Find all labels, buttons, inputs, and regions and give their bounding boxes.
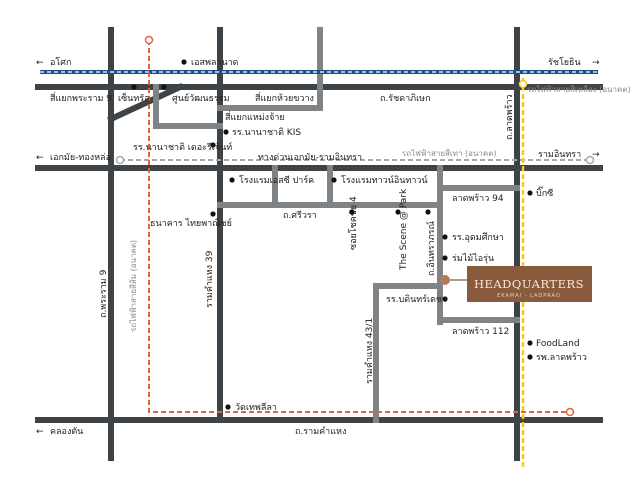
inthraporn-dot bbox=[425, 209, 431, 215]
hospital-dot bbox=[527, 354, 533, 360]
rail-labels: รถไฟฟ้าสายสีเทา (อนาคต) รถไฟฟ้าสายสีเหลื… bbox=[129, 85, 631, 332]
expressway-label: ทางด่วนเอกมัย-รามอินทรา bbox=[258, 152, 362, 163]
kis-label: รร.นานาชาติ KIS bbox=[232, 127, 301, 138]
rama9-road-label: ถ.พระราม 9 bbox=[99, 269, 109, 318]
bodindecha-dot bbox=[442, 296, 448, 302]
the-scene-dot bbox=[395, 209, 401, 215]
hq-box bbox=[467, 266, 592, 302]
edge-top-right: รัชโยธิน bbox=[548, 57, 581, 68]
sc-park-label: โรงแรมเอสซี ปาร์ค bbox=[239, 174, 314, 186]
big-c-label: บิ๊กซี bbox=[536, 186, 553, 199]
esplanade-dot bbox=[181, 59, 187, 65]
wat-thep-dot bbox=[225, 404, 231, 410]
udom-suksa-label: รร.อุดมศึกษา bbox=[452, 232, 504, 243]
huaykwang-junction-label: สี่แยกห้วยขวาง bbox=[255, 91, 314, 104]
sc-park-dot bbox=[229, 177, 235, 183]
ramkhamhaeng43-1-label: รามคำแหง 43/1 bbox=[364, 318, 375, 384]
cultural-center-road bbox=[153, 84, 223, 129]
big-c-dot bbox=[527, 190, 533, 196]
edge-labels: ← อโศก รัชโยธิน → ← เอกมัย-ทองหล่อ รามอิ… bbox=[36, 57, 600, 437]
bank-dot bbox=[210, 211, 216, 217]
orange-line-label: รถไฟฟ้าสายสีส้ม (อนาคต) bbox=[129, 240, 138, 332]
esplanade-label: เอสพลานาด bbox=[191, 58, 239, 68]
soi-chocchai4-label: ซอยโชคชัย 4 bbox=[348, 196, 359, 250]
edge-bottom-left: คลองตัน bbox=[50, 427, 83, 437]
yellow-line-label: รถไฟฟ้าสายสีเหลือง (อนาคต) bbox=[527, 85, 631, 94]
central-dot bbox=[131, 84, 137, 90]
regents-label: รร.นานาชาติ เดอะรีเจ้นท์ bbox=[133, 141, 232, 153]
arrow-left-mid: ← bbox=[36, 153, 44, 163]
hq-sub: EKAMAI - LADPRAO bbox=[497, 293, 561, 299]
lamsalee-road bbox=[217, 27, 323, 111]
ramkhamhaeng-label: ถ.รามคำแหง bbox=[295, 426, 346, 437]
foodland-dot bbox=[527, 340, 533, 346]
soi-43-1-road bbox=[373, 283, 443, 423]
ladprao94-label: ลาดพร้าว 94 bbox=[452, 193, 504, 204]
ladprao112-label: ลาดพร้าว 112 bbox=[452, 326, 509, 337]
the-scene-label: The Scene @ Park bbox=[399, 188, 409, 271]
roads bbox=[35, 27, 603, 461]
wat-thep-label: วัดเทพลีลา bbox=[235, 402, 277, 413]
gray-line-end-left bbox=[115, 155, 125, 165]
udom-suksa-dot bbox=[442, 234, 448, 240]
rail-lines bbox=[40, 35, 598, 470]
arrow-left-top: ← bbox=[36, 58, 44, 68]
ratchadaphisek-label: ถ.รัชดาภิเษก bbox=[380, 93, 431, 104]
cultural-center-dot bbox=[161, 84, 167, 90]
orange-line-end-top bbox=[144, 35, 154, 45]
road-labels: สี่แยกพระราม 9 สี่แยกห้วยขวาง ถ.รัชดาภิเ… bbox=[50, 91, 515, 437]
ramkhamhaeng39-label: รามคำแหง 39 bbox=[204, 250, 215, 308]
arrow-right-top: → bbox=[592, 58, 600, 68]
town-in-town-label: โรงแรมทาวน์อินทาวน์ bbox=[341, 174, 428, 186]
chocchai-dot bbox=[349, 209, 355, 215]
foodland-label: FoodLand bbox=[536, 339, 580, 349]
hospital-label: รพ.ลาดพร้าว bbox=[536, 352, 587, 363]
hq-name: HEADQUARTERS bbox=[474, 277, 584, 291]
edge-top-left: อโศก bbox=[50, 57, 71, 68]
kis-dot bbox=[223, 129, 229, 135]
lamsalee-junction-label: สี่แยกแหม่งจ้าย bbox=[225, 110, 285, 123]
regents-dot bbox=[210, 142, 216, 148]
edge-mid-left: เอกมัย-ทองหล่อ bbox=[50, 153, 111, 163]
rama9-junction-label: สี่แยกพระราม 9 bbox=[50, 91, 112, 104]
bank-label: ธนาคาร ไทยพาณิชย์ bbox=[150, 217, 232, 229]
town-in-town-dot bbox=[331, 177, 337, 183]
arrow-left-bottom: ← bbox=[36, 427, 44, 437]
cultural-center-label: ศูนย์วัฒนธรรม bbox=[172, 92, 230, 104]
yellow-line-end-top bbox=[518, 79, 528, 89]
places: เอสพลานาด เซ็นทรัล ศูนย์วัฒนธรรม รร.นานา… bbox=[118, 58, 587, 413]
arrow-right-mid: → bbox=[592, 150, 600, 160]
ladprao-road-label: ถ.ลาดพร้าว bbox=[504, 94, 515, 140]
pradit-manutham-road bbox=[107, 83, 184, 123]
orange-line bbox=[148, 40, 570, 413]
gray-line-label: รถไฟฟ้าสายสีเทา (อนาคต) bbox=[402, 149, 497, 158]
central-label: เซ็นทรัล bbox=[118, 91, 150, 104]
rom-mai-label: ร่มไม้ไอรุ่น bbox=[452, 253, 494, 264]
gray-line-end-right bbox=[585, 155, 595, 165]
headquarters-marker[interactable]: HEADQUARTERS EKAMAI - LADPRAO bbox=[440, 266, 592, 302]
orange-line-end-right bbox=[565, 407, 575, 417]
hq-dot bbox=[440, 275, 450, 285]
inthraporn-label: ถ.อินทราภรณ์ bbox=[425, 221, 437, 276]
srivara-label: ถ.ศรีวรา bbox=[283, 210, 317, 221]
rom-mai-dot bbox=[442, 255, 448, 261]
bodindecha-label: รร.บดินทร์เดชา bbox=[386, 293, 447, 305]
edge-mid-right: รามอินทรา bbox=[538, 149, 581, 160]
